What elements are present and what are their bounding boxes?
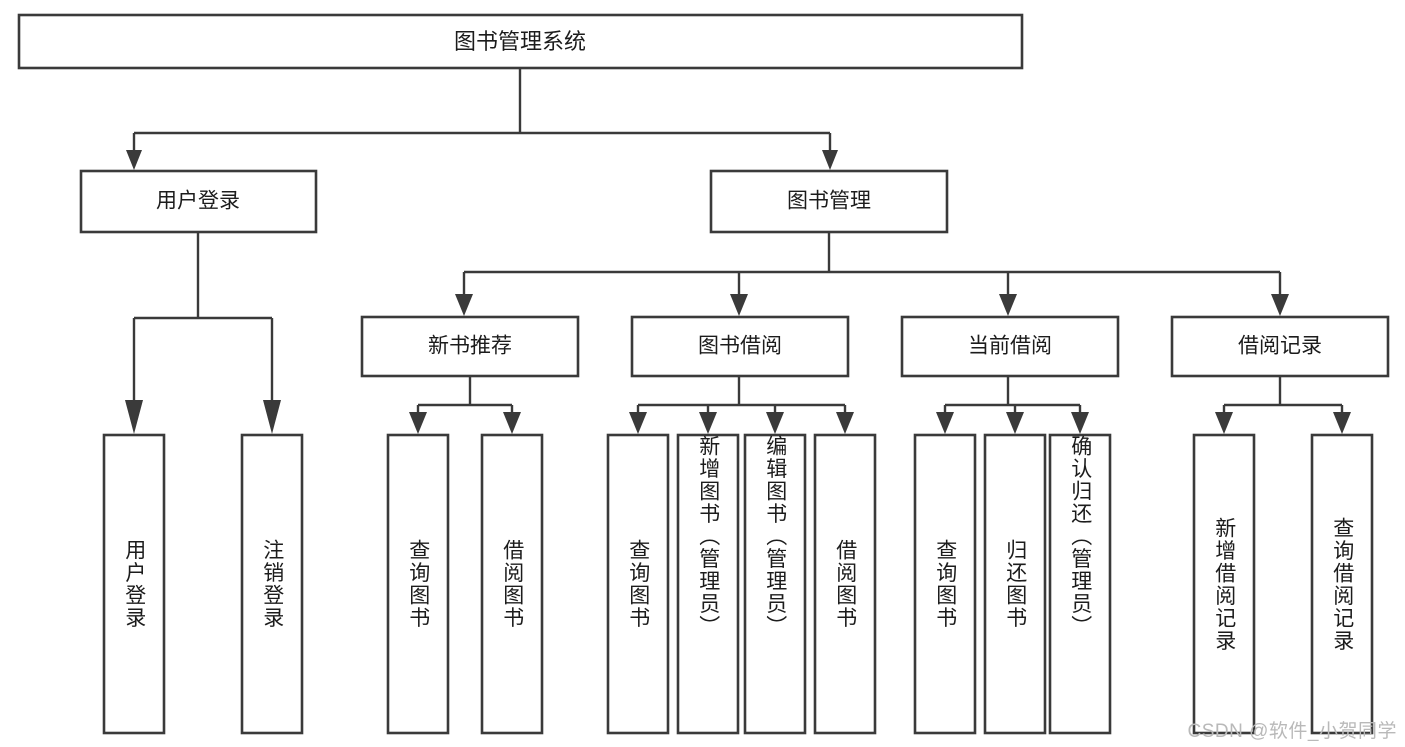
node-current-borrow[interactable]: 当前借阅 — [900, 315, 1120, 378]
leaf-box-book-borrow-3[interactable] — [743, 433, 807, 735]
leaf-box-borrow-record-1[interactable] — [1192, 433, 1256, 735]
node-user-login-label: 用户登录 — [156, 190, 240, 213]
arrowhead-leaf-user-login-1 — [125, 400, 143, 434]
arrowhead-leaf-user-login-2 — [263, 400, 281, 434]
arrowhead-user-login — [126, 150, 142, 170]
arrowhead-book-manage — [822, 150, 838, 170]
leaf-box-current-borrow-1[interactable] — [913, 433, 977, 735]
arrowhead-current-borrow — [999, 294, 1017, 316]
node-book-borrow-label: 图书借阅 — [698, 335, 782, 358]
node-root-box[interactable] — [17, 13, 1024, 70]
node-borrow-record-box[interactable] — [1170, 315, 1390, 378]
node-book-manage-box[interactable] — [709, 169, 949, 234]
node-borrow-record[interactable]: 借阅记录 — [1170, 315, 1390, 378]
node-book-borrow-box[interactable] — [630, 315, 850, 378]
arrowhead-borrow-record — [1271, 294, 1289, 316]
arrowhead-leaf-current-borrow-2 — [1006, 412, 1024, 434]
arrowhead-leaf-current-borrow-1 — [936, 412, 954, 434]
arrowhead-leaf-borrow-record-2 — [1333, 412, 1351, 434]
arrowhead-leaf-new-book-2 — [503, 412, 521, 434]
arrowhead-leaf-new-book-1 — [409, 412, 427, 434]
leaf-box-current-borrow-3[interactable] — [1048, 433, 1112, 735]
leaf-box-book-borrow-2[interactable] — [676, 433, 740, 735]
arrowhead-book-borrow — [730, 294, 748, 316]
arrowhead-new-book — [455, 294, 473, 316]
leaf-box-user-login-2[interactable] — [240, 433, 304, 735]
connector-group — [125, 68, 1351, 434]
arrowhead-leaf-book-borrow-3 — [766, 412, 784, 434]
arrowhead-leaf-book-borrow-1 — [629, 412, 647, 434]
node-root-label: 图书管理系统 — [454, 29, 586, 54]
node-user-login-box[interactable] — [79, 169, 318, 234]
leaf-box-borrow-record-2[interactable] — [1310, 433, 1374, 735]
node-new-book-recommend-label: 新书推荐 — [428, 335, 512, 358]
leaf-box-user-login-1[interactable] — [102, 433, 166, 735]
node-current-borrow-box[interactable] — [900, 315, 1120, 378]
node-borrow-record-label: 借阅记录 — [1238, 335, 1322, 358]
arrowhead-leaf-book-borrow-4 — [836, 412, 854, 434]
leaf-box-new-book-1[interactable] — [386, 433, 450, 735]
leaf-box-book-borrow-4[interactable] — [813, 433, 877, 735]
node-book-borrow[interactable]: 图书借阅 — [630, 315, 850, 378]
node-user-login[interactable]: 用户登录 — [79, 169, 318, 234]
arrowhead-leaf-borrow-record-1 — [1215, 412, 1233, 434]
csdn-watermark: CSDN @软件_小贺同学 — [1187, 721, 1397, 742]
leaf-box-current-borrow-2[interactable] — [983, 433, 1047, 735]
leaf-box-new-book-2[interactable] — [480, 433, 544, 735]
arrowhead-leaf-book-borrow-2 — [699, 412, 717, 434]
node-new-book-recommend-box[interactable] — [360, 315, 580, 378]
node-current-borrow-label: 当前借阅 — [968, 335, 1052, 358]
node-book-manage[interactable]: 图书管理 — [709, 169, 949, 234]
leaf-box-book-borrow-1[interactable] — [606, 433, 670, 735]
node-root[interactable]: 图书管理系统 — [17, 13, 1024, 70]
arrowhead-leaf-current-borrow-3 — [1071, 412, 1089, 434]
node-book-manage-label: 图书管理 — [787, 190, 871, 213]
node-new-book-recommend[interactable]: 新书推荐 — [360, 315, 580, 378]
leaf-box-group — [102, 433, 1374, 735]
